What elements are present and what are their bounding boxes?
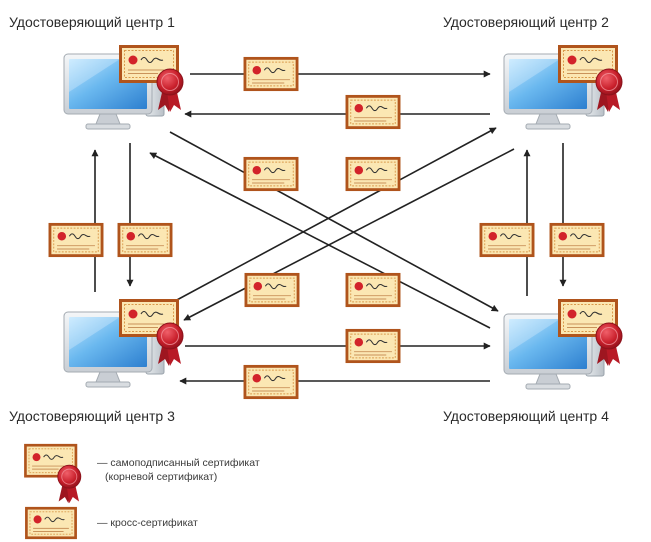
ca2-label: Удостоверяющий центр 2 <box>443 14 609 30</box>
cross-certificate-icon <box>548 222 606 258</box>
arrow-ca1-to-ca4 <box>169 131 499 312</box>
cross-certificate-icon <box>242 364 300 400</box>
legend-self-signed: — самоподписанный сертификат (корневой с… <box>97 456 260 484</box>
legend-cross-certificate-icon <box>24 506 78 540</box>
arrow-ca4-to-ca1 <box>149 152 491 329</box>
legend-root-certificate-icon <box>23 443 82 504</box>
arrow-ca3-to-ca2 <box>174 127 497 302</box>
legend-self-signed-line1: — самоподписанный сертификат <box>97 457 260 469</box>
legend-icons <box>23 443 82 540</box>
cross-certificate-icon <box>344 272 402 308</box>
cross-certificate-icon <box>478 222 536 258</box>
cross-certificate-icon <box>344 328 402 364</box>
cross-certificate-icon <box>242 156 300 192</box>
arrows <box>91 70 567 385</box>
cross-certificate-icon <box>47 222 105 258</box>
cross-certificate-icon <box>243 272 301 308</box>
legend-cross: — кросс-сертификат <box>97 517 198 529</box>
cross-certificate-icon <box>242 56 300 92</box>
cross-certificate-icon <box>344 156 402 192</box>
ca1-label: Удостоверяющий центр 1 <box>9 14 175 30</box>
arrow-ca2-to-ca3 <box>183 148 515 321</box>
ca4-label: Удостоверяющий центр 4 <box>443 408 609 424</box>
cross-certificate-icon <box>116 222 174 258</box>
legend-self-signed-line2: (корневой сертификат) <box>105 471 218 483</box>
ca3-label: Удостоверяющий центр 3 <box>9 408 175 424</box>
cross-certificate-icon <box>344 94 402 130</box>
